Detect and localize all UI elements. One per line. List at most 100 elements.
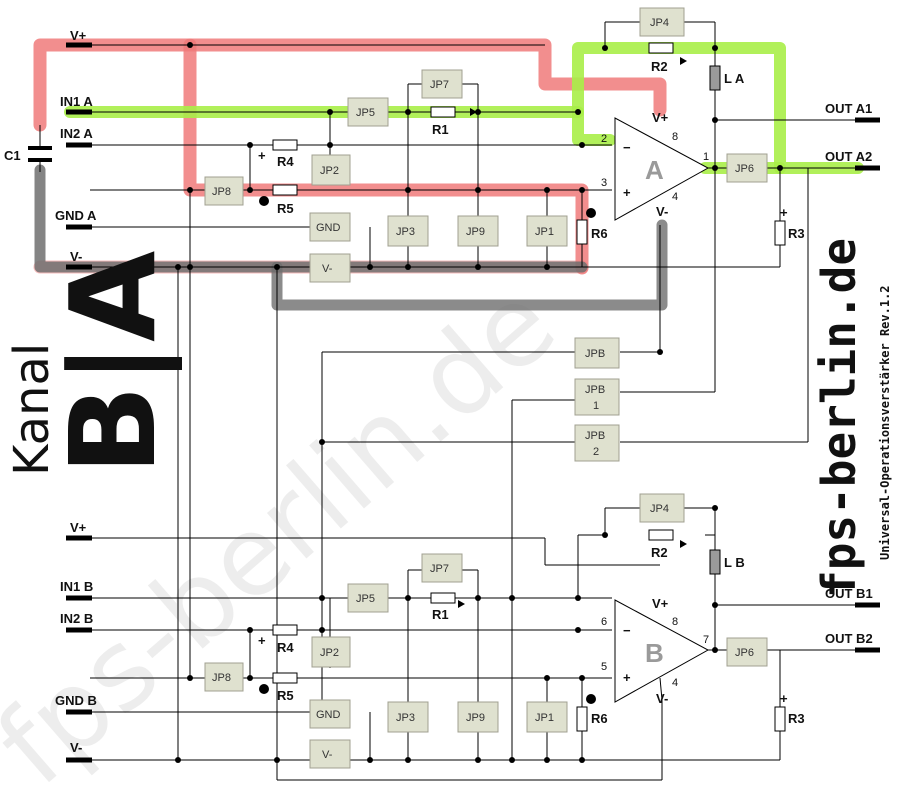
svg-text:JP5: JP5: [356, 593, 375, 605]
svg-text:L B: L B: [724, 555, 745, 570]
label-out-b1: OUT B1: [825, 586, 873, 601]
jumper-jpb-2: JPB 2: [574, 424, 620, 462]
opamp-b-minus: −: [623, 623, 631, 638]
opamp-a-pin-out: 1: [703, 151, 709, 163]
resistor-r6-b: R6: [576, 694, 608, 732]
svg-text:JP1: JP1: [535, 712, 554, 724]
label-in1-a: IN1 A: [60, 94, 93, 109]
svg-text:JP6: JP6: [735, 647, 754, 659]
opamp-a: A − + 2 3 1 8 4 V+ V-: [601, 110, 709, 221]
inductor-l-b: L B: [709, 549, 745, 575]
jumper-gnd-a: GND: [309, 212, 351, 242]
channel-word: Kanal: [4, 343, 60, 476]
opamp-a-pin-vp: 8: [672, 131, 678, 143]
jumper-vminus-b: V-: [309, 739, 351, 769]
opamp-a-vplus: V+: [652, 110, 669, 125]
label-out-a2: OUT A2: [825, 149, 872, 164]
svg-text:JP9: JP9: [466, 226, 485, 238]
resistor-r2-b: R2: [648, 529, 687, 560]
jumper-jp2-a: JP2: [311, 154, 351, 186]
brand-site: fps-berlin.de: [812, 238, 866, 598]
resistor-r1-a: R1: [430, 106, 477, 137]
jumpers-b: JP4 JP7 JP5 JP2 JP8 GND JP3 JP9 JP1 JP6 …: [204, 493, 768, 769]
svg-text:JPB: JPB: [585, 430, 605, 442]
jumper-jp4-a: JP4: [639, 7, 685, 37]
jumper-jp3-b: JP3: [387, 701, 429, 733]
svg-text:JP1: JP1: [535, 226, 554, 238]
label-vminus-a: V-: [70, 249, 82, 264]
jumper-jp3-a: JP3: [387, 215, 429, 247]
opamp-b-plus: +: [623, 670, 631, 685]
svg-text:JP2: JP2: [320, 647, 339, 659]
svg-text:GND: GND: [316, 222, 341, 234]
channel-letters: B|A: [44, 251, 182, 475]
opamp-a-letter: A: [645, 155, 664, 185]
svg-text:1: 1: [593, 400, 599, 412]
svg-text:R5: R5: [277, 688, 294, 703]
svg-text:JP6: JP6: [735, 163, 754, 175]
bridge-jumpers: JPB JPB 1 JPB 2: [574, 337, 620, 462]
svg-text:R1: R1: [432, 122, 449, 137]
wiring: [90, 21, 858, 781]
svg-text:JP4: JP4: [650, 17, 669, 29]
jumper-jp8-b: JP8: [204, 662, 244, 692]
opamp-b-pin-vm: 4: [672, 677, 678, 689]
jumper-jp5-a: JP5: [347, 97, 389, 127]
label-gnd-b: GND B: [55, 693, 97, 708]
svg-text:JP7: JP7: [430, 79, 449, 91]
svg-text:L A: L A: [724, 71, 745, 86]
resistors-b: R1 R2 + R4 R5 R6 + R3 L B: [258, 529, 805, 732]
svg-text:R6: R6: [591, 711, 608, 726]
jumpers-a: JP4 JP7 JP5 JP2 JP8 GND JP3 JP9 JP1 JP6 …: [204, 7, 768, 283]
label-in2-b: IN2 B: [60, 611, 93, 626]
opamp-a-vminus: V-: [656, 204, 668, 219]
opamp-a-pin-noninv: 3: [601, 177, 607, 189]
resistor-r3-a: + R3: [774, 205, 805, 246]
resistor-r4-b: + R4: [258, 624, 298, 655]
svg-text:JP2: JP2: [320, 165, 339, 177]
terminals: [66, 42, 880, 763]
jumper-jp8-a: JP8: [204, 176, 244, 206]
opamp-b-letter: B: [645, 638, 664, 668]
inductor-l-a: L A: [709, 65, 745, 91]
jumper-jp5-b: JP5: [347, 583, 389, 613]
svg-text:JP5: JP5: [356, 107, 375, 119]
svg-text:R5: R5: [277, 201, 294, 216]
resistor-r4-a: + R4: [258, 139, 298, 169]
label-vplus-b: V+: [70, 520, 87, 535]
capacitor-c1: C1: [4, 125, 52, 172]
opamp-a-pin-vm: 4: [672, 191, 678, 203]
jumper-jp6-b: JP6: [726, 637, 768, 667]
opamp-b-pin-noninv: 5: [601, 661, 607, 673]
label-in2-a: IN2 A: [60, 126, 93, 141]
opamp-b: B − + 6 5 7 8 4 V+ V-: [601, 596, 709, 706]
svg-text:+: +: [258, 148, 266, 163]
resistor-r6-a: R6: [576, 208, 608, 245]
label-gnd-a: GND A: [55, 208, 97, 223]
svg-text:JP7: JP7: [430, 563, 449, 575]
label-vminus-b: V-: [70, 740, 82, 755]
svg-text:JP9: JP9: [466, 712, 485, 724]
svg-text:R3: R3: [788, 711, 805, 726]
svg-text:JP8: JP8: [212, 186, 231, 198]
svg-text:JP8: JP8: [212, 672, 231, 684]
jumper-jp7-a: JP7: [421, 69, 463, 99]
opamp-b-vplus: V+: [652, 596, 669, 611]
svg-text:GND: GND: [316, 709, 341, 721]
jumper-jp6-a: JP6: [726, 153, 768, 183]
svg-text:R1: R1: [432, 607, 449, 622]
svg-text:V-: V-: [322, 263, 333, 275]
label-out-a1: OUT A1: [825, 101, 872, 116]
opamp-a-minus: −: [623, 140, 631, 155]
svg-text:R4: R4: [277, 640, 294, 655]
svg-text:+: +: [780, 205, 788, 220]
jumper-jp2-b: JP2: [311, 636, 351, 668]
jumper-jp1-a: JP1: [526, 215, 568, 247]
svg-text:JP3: JP3: [396, 226, 415, 238]
opamp-b-pin-out: 7: [703, 634, 709, 646]
resistor-r1-b: R1: [430, 592, 465, 622]
jumper-jp1-b: JP1: [526, 701, 568, 733]
resistors-a: R1 R2 + R4 R5 R6 + R3 L A: [258, 42, 805, 246]
brand-subtitle: Universal-Operationsverstärker Rev.1.2: [878, 285, 892, 560]
